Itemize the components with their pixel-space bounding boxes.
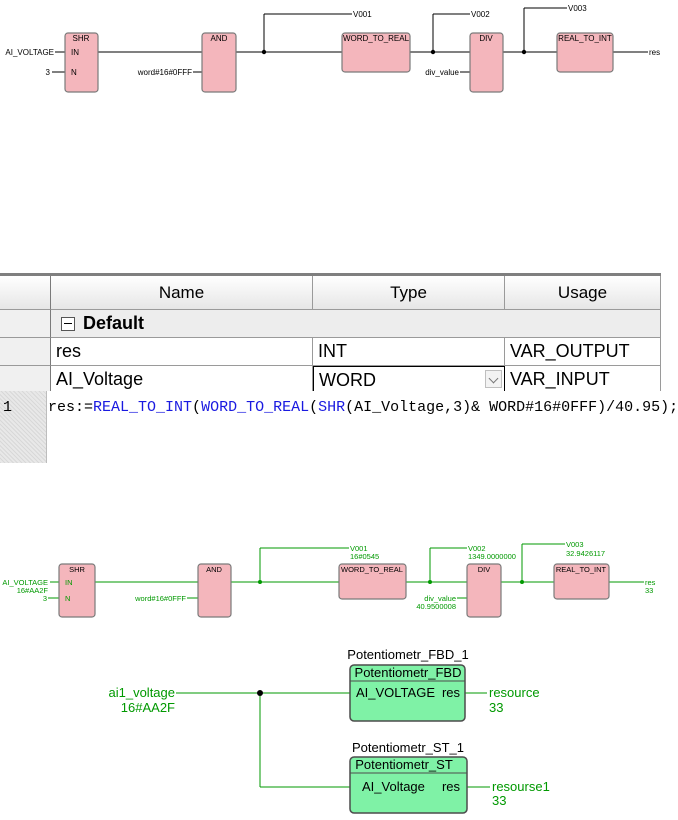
fb2-block[interactable] [349, 756, 468, 814]
fb2-instance-name: Potentiometr_ST_1 [352, 740, 464, 755]
type-combo[interactable]: WORD [313, 366, 505, 394]
code-keyword: SHR [318, 399, 346, 416]
code-line[interactable]: res:=REAL_TO_INT(WORD_TO_REAL(SHR(AI_Vol… [48, 399, 678, 416]
word-to-real-block[interactable] [338, 563, 407, 600]
resource-output-value: 33 [489, 700, 503, 715]
group-label: Default [83, 313, 145, 333]
shr-pin-in: IN [65, 578, 73, 587]
row-header-corner [0, 276, 51, 310]
fb1-type: Potentiometr_FBD [355, 665, 462, 680]
column-header-name[interactable]: Name [51, 276, 313, 310]
code-keyword: WORD_TO_REAL [201, 399, 310, 416]
real-to-int-block[interactable] [553, 563, 610, 600]
cell-name[interactable]: AI_Voltage [51, 366, 313, 394]
shr-pin-n: N [71, 68, 77, 77]
resource-output[interactable]: resource [489, 685, 540, 700]
ai1-voltage-input[interactable]: ai1_voltage [109, 685, 176, 700]
shr-pin-n: N [65, 594, 70, 603]
chevron-down-icon[interactable] [485, 370, 502, 388]
resourse1-output-value: 33 [492, 793, 506, 808]
real-to-int-block-title: REAL_TO_INT [556, 565, 607, 574]
res-output[interactable]: res [649, 48, 660, 57]
fb1-instance-name: Potentiometr_FBD_1 [347, 647, 468, 662]
fb2-pin-out: res [442, 779, 461, 794]
group-row: Default [0, 310, 661, 338]
fbd-editor-diagram: SHR AND WORD_TO_REAL DIV REAL_TO_INT IN … [5, 4, 660, 93]
v003-value: 32.9426117 [566, 549, 605, 558]
shr-block-title: SHR [73, 34, 90, 43]
mask-constant[interactable]: word#16#0FFF [134, 594, 186, 603]
cell-name[interactable]: res [51, 338, 313, 366]
and-block-title: AND [211, 34, 228, 43]
cell-usage[interactable]: VAR_INPUT [505, 366, 661, 394]
cell-type[interactable]: INT [313, 338, 505, 366]
shr-block[interactable] [64, 32, 99, 93]
code-text: res:= [48, 399, 94, 416]
v002-value: 1349.0000000 [468, 552, 516, 561]
v002-label: V002 [468, 544, 486, 553]
table-header-row: Name Type Usage [0, 276, 661, 310]
ai-voltage-input[interactable]: AI_VOLTAGE [5, 48, 54, 57]
shift-constant[interactable]: 3 [43, 594, 47, 603]
word-to-real-block-title: WORD_TO_REAL [341, 565, 403, 574]
row-header[interactable] [0, 310, 51, 338]
fb1-pin-out: res [442, 685, 461, 700]
line-number: 1 [3, 399, 13, 416]
mask-constant[interactable]: word#16#0FFF [137, 68, 192, 77]
real-to-int-block-title: REAL_TO_INT [558, 34, 612, 43]
table-row: res INT VAR_OUTPUT [0, 338, 661, 366]
column-header-usage[interactable]: Usage [505, 276, 661, 310]
fbd-debug-diagram: SHR AND WORD_TO_REAL DIV REAL_TO_INT IN … [2, 540, 656, 618]
div-block[interactable] [466, 563, 502, 618]
v001-value: 16#0545 [350, 552, 379, 561]
variables-table: Name Type Usage Default res INT VAR_OUTP… [0, 273, 661, 394]
and-block[interactable] [201, 32, 237, 93]
v003-label: V003 [566, 540, 584, 549]
line-gutter: 1 [0, 391, 47, 463]
column-header-type[interactable]: Type [313, 276, 505, 310]
div-block[interactable] [469, 32, 504, 93]
st-code-editor[interactable]: 1 res:=REAL_TO_INT(WORD_TO_REAL(SHR(AI_V… [0, 391, 678, 463]
div-value-input[interactable]: div_value [425, 68, 459, 77]
resourse1-output[interactable]: resourse1 [492, 779, 550, 794]
resource-diagram: Potentiometr_FBD_1 Potentiometr_ST_1 Pot… [109, 647, 550, 814]
v002-label: V002 [471, 10, 490, 19]
row-header[interactable] [0, 366, 51, 394]
fb1-pin-in: AI_VOLTAGE [356, 685, 435, 700]
table-row: AI_Voltage WORD VAR_INPUT [0, 366, 661, 394]
word-to-real-block-title: WORD_TO_REAL [343, 34, 410, 43]
and-block[interactable] [197, 563, 232, 618]
res-output[interactable]: res [645, 578, 656, 587]
code-text: ( [192, 399, 202, 416]
cell-usage[interactable]: VAR_OUTPUT [505, 338, 661, 366]
word-to-real-block[interactable] [341, 32, 411, 73]
shr-block-title: SHR [69, 565, 85, 574]
div-block-title: DIV [478, 565, 491, 574]
v001-label: V001 [353, 10, 372, 19]
shr-pin-in: IN [71, 48, 79, 57]
div-value-value: 40.9500008 [416, 602, 456, 611]
type-combo-value: WORD [319, 369, 376, 390]
div-block-title: DIV [479, 34, 493, 43]
shift-constant[interactable]: 3 [46, 68, 51, 77]
shr-block[interactable] [58, 563, 96, 618]
v001-label: V001 [350, 544, 368, 553]
row-header[interactable] [0, 338, 51, 366]
code-keyword: REAL_TO_INT [93, 399, 193, 416]
and-block-title: AND [206, 565, 222, 574]
real-to-int-block[interactable] [556, 32, 614, 73]
res-output-value: 33 [645, 586, 653, 595]
ai-voltage-input[interactable]: AI_VOLTAGE [2, 578, 48, 587]
collapse-icon[interactable] [61, 316, 75, 331]
ai1-voltage-value: 16#AA2F [121, 700, 175, 715]
v003-label: V003 [568, 4, 587, 13]
fb1-block[interactable] [349, 664, 466, 722]
group-default[interactable]: Default [51, 310, 661, 338]
code-text: ( [309, 399, 319, 416]
ai-voltage-value: 16#AA2F [17, 586, 49, 595]
div-value-input[interactable]: div_value [424, 594, 456, 603]
code-text: (AI_Voltage,3)& WORD#16#0FFF)/40.95); [345, 399, 678, 416]
fb2-type: Potentiometr_ST [355, 757, 453, 772]
fb2-pin-in: AI_Voltage [362, 779, 425, 794]
